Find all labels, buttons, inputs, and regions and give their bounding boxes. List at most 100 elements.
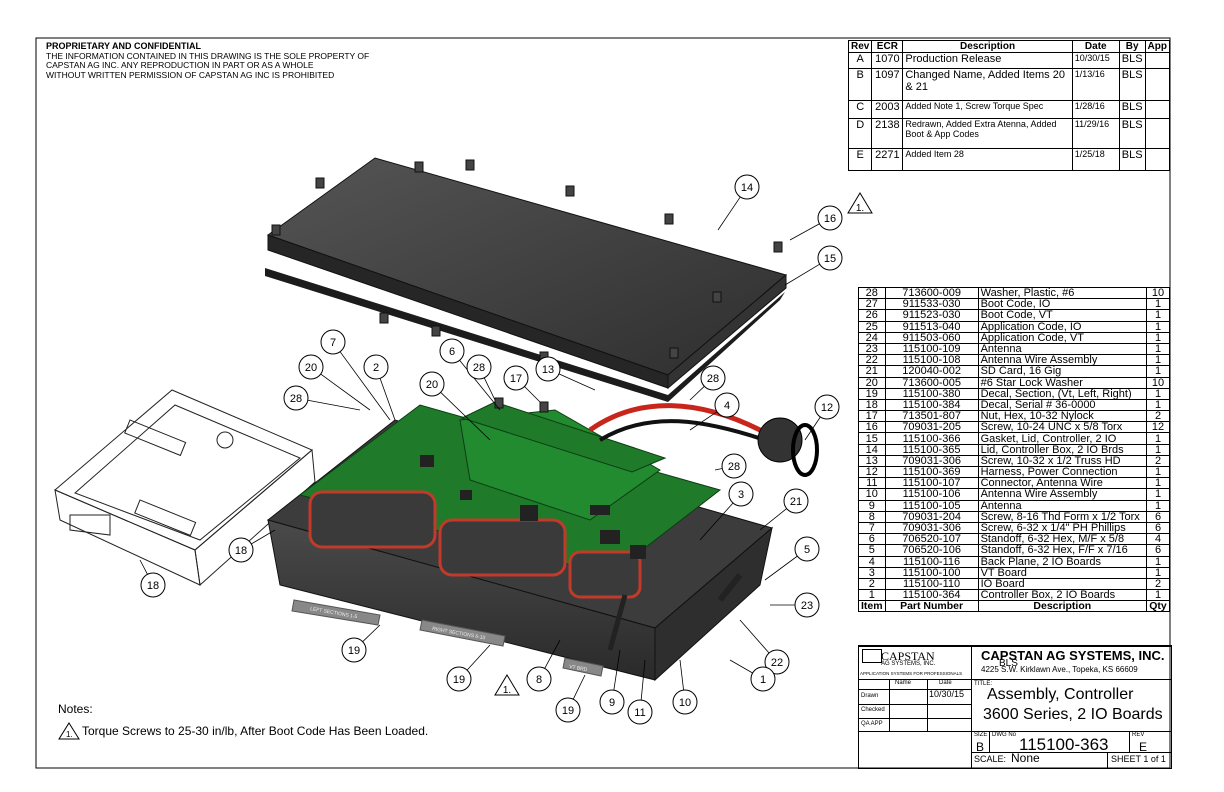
balloon-label: 3 — [738, 489, 744, 501]
rev-date: 1/13/16 — [1071, 68, 1120, 101]
bom-description: Controller Box, 2 IO Boards — [977, 589, 1148, 602]
bom-part-number: 911533-030 — [884, 298, 979, 311]
bom-item: 28 — [858, 286, 886, 300]
description-header: Description — [977, 600, 1148, 613]
bom-qty: 1 — [1146, 365, 1170, 378]
bom-item: 22 — [858, 354, 886, 367]
bom-description: Back Plane, 2 IO Boards — [977, 555, 1148, 568]
rev-date: 1/25/18 — [1071, 148, 1120, 171]
balloon-label: 6 — [449, 346, 455, 358]
logo-tagline: APPLICATION SYSTEMS FOR PROFESSIONALS — [860, 671, 963, 676]
balloon-label: 23 — [801, 600, 813, 612]
bom-description: SD Card, 16 Gig — [977, 365, 1148, 378]
balloon-label: 18 — [147, 580, 159, 592]
lid-assembly — [265, 157, 788, 402]
bom-description: Lid, Controller Box, 2 IO Brds — [977, 443, 1148, 456]
bom-item: 1 — [858, 589, 886, 602]
bom-description: Decal, Serial # 36-0000 — [977, 398, 1148, 412]
rev-letter: C — [847, 100, 873, 119]
item-balloon: 17 — [503, 365, 541, 403]
triangle-label: 1. — [503, 685, 511, 696]
item-balloon: 11 — [627, 659, 653, 725]
rev-ecr: 1070 — [871, 52, 904, 69]
revision-row: A 1070 Production Release 10/30/15 BLS — [847, 52, 1171, 69]
bom-part-number: 713600-005 — [884, 376, 979, 389]
revision-row: D 2138 Redrawn, Added Extra Atenna, Adde… — [847, 118, 1171, 149]
bom-part-number: 911513-040 — [884, 320, 979, 333]
bom-qty: 1 — [1146, 309, 1170, 322]
drawn-date: 10/30/15 — [929, 689, 965, 699]
bom-item: 7 — [858, 521, 886, 535]
bom-description: Screw, 10-32 x 1/2 Truss HD — [977, 454, 1148, 468]
rev-app — [1144, 118, 1171, 149]
bom-description: Screw, 10-24 UNC x 5/8 Torx — [977, 421, 1148, 434]
item-balloon: 20 — [419, 371, 491, 441]
balloon-label: 7 — [330, 337, 336, 349]
bom-part-number: 120040-002 — [884, 365, 979, 378]
title-block: CAPSTAN AG SYSTEMS, INC. APPLICATION SYS… — [858, 645, 1172, 769]
rev-letter: D — [847, 118, 873, 149]
revision-row: B 1097 Changed Name, Added Items 20 & 21… — [847, 68, 1171, 101]
proprietary-notice: PROPRIETARY AND CONFIDENTIAL THE INFORMA… — [46, 41, 369, 80]
bom-item: 24 — [858, 331, 886, 344]
bom-qty: 1 — [1146, 477, 1170, 490]
item-balloon: 19 — [446, 644, 491, 692]
balloon-label: 16 — [824, 213, 836, 225]
item-balloon: 16 — [789, 205, 843, 241]
balloon-label: 21 — [790, 496, 802, 508]
bom-part-number: 115100-106 — [884, 488, 979, 501]
bom-qty: 1 — [1146, 398, 1170, 412]
item-balloon: 15 — [784, 245, 843, 286]
bom-description: Antenna Wire Assembly — [977, 488, 1148, 501]
drawn-label: Drawn — [861, 693, 879, 699]
bom-part-number: 115100-116 — [884, 555, 979, 568]
rev-ecr: 1097 — [871, 68, 904, 101]
bom-qty: 1 — [1146, 566, 1170, 579]
rev-date: 10/30/15 — [1071, 52, 1120, 69]
rev-app — [1144, 52, 1171, 69]
bom-description: Standoff, 6-32 Hex, F/F x 7/16 — [977, 544, 1148, 557]
bom-item: 2 — [858, 577, 886, 591]
by-overlay: BLS — [999, 658, 1018, 669]
bom-description: Washer, Plastic, #6 — [977, 286, 1148, 300]
company-address: 4225 S.W. Kirklawn Ave., Topeka, KS 6660… — [981, 665, 1138, 674]
scale-label: SCALE: — [974, 754, 1007, 764]
rev-by: BLS — [1118, 100, 1146, 119]
controller-box — [266, 401, 819, 682]
revision-row: C 2003 Added Note 1, Screw Torque Spec 1… — [847, 100, 1171, 119]
rev-app — [1144, 148, 1171, 171]
bom-item: 4 — [858, 555, 886, 568]
bom-item: 8 — [858, 510, 886, 523]
bom-qty: 6 — [1146, 510, 1170, 523]
balloon-label: 28 — [473, 362, 485, 374]
ecr-header: ECR — [871, 40, 904, 53]
item-balloon: 18 — [228, 529, 276, 563]
bom-qty: 1 — [1146, 499, 1170, 512]
item-balloon: 19 — [555, 674, 586, 723]
proprietary-heading: PROPRIETARY AND CONFIDENTIAL — [46, 41, 202, 51]
bom-description: Connector, Antenna Wire — [977, 477, 1148, 490]
balloon-label: 9 — [609, 697, 615, 709]
rev-by: BLS — [1118, 118, 1146, 149]
bom-description: Screw, 6-32 x 1/4" PH Phillips — [977, 521, 1148, 535]
bom-qty: 1 — [1146, 555, 1170, 568]
revision-row: E 2271 Added Item 28 1/25/18 BLS — [847, 148, 1171, 171]
item-balloon: 5 — [764, 536, 820, 581]
bom-part-number: 911503-060 — [884, 331, 979, 344]
bom-description: Application Code, VT — [977, 331, 1148, 344]
item-balloon: 28 — [283, 385, 361, 411]
bom-item: 9 — [858, 499, 886, 512]
note-1-text: Torque Screws to 25-30 in/lb, After Boot… — [82, 724, 429, 738]
note-1-marker: 1. — [66, 730, 73, 739]
scale-value: None — [1011, 751, 1040, 765]
item-balloon: 4 — [689, 392, 740, 431]
bom-qty: 1 — [1146, 354, 1170, 367]
